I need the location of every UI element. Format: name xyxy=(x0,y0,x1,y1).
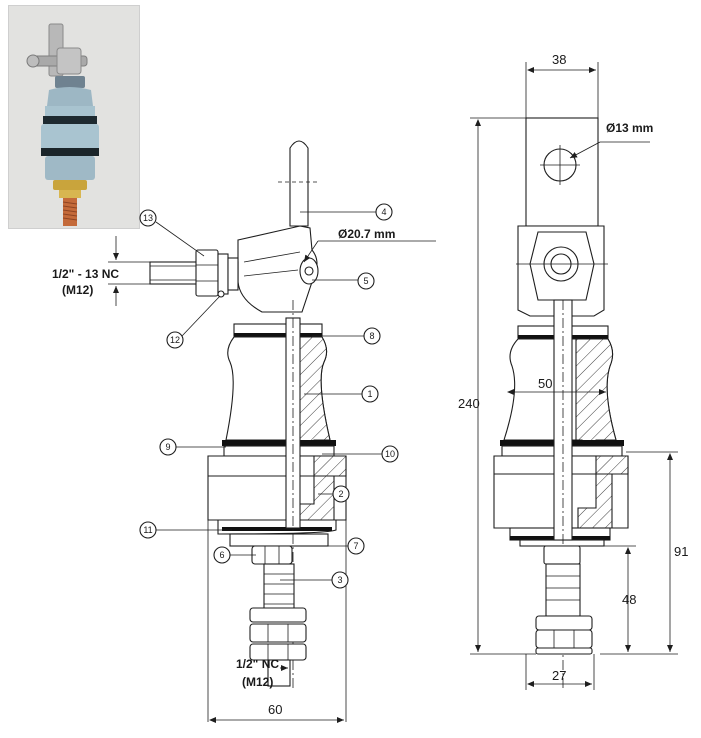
front-top-width: 38 xyxy=(552,52,566,67)
front-view-dimensions xyxy=(470,62,678,690)
callout-4: 4 xyxy=(381,207,386,217)
front-view xyxy=(493,117,629,690)
thread-bottom-line1: 1/2" NC xyxy=(236,657,279,671)
front-bottom-width: 27 xyxy=(552,668,566,683)
callout-3: 3 xyxy=(337,575,342,585)
side-view-labels: 1/2" - 13 NC (M12) 1/2" NC (M12) Ø20.7 m… xyxy=(52,227,395,717)
callout-10: 10 xyxy=(385,449,395,459)
front-hole-diameter: Ø13 mm xyxy=(606,121,653,135)
product-photo xyxy=(8,5,140,229)
thread-top-line1: 1/2" - 13 NC xyxy=(52,267,119,281)
callout-8: 8 xyxy=(369,331,374,341)
side-view-dimensions xyxy=(108,236,436,723)
callout-7: 7 xyxy=(353,541,358,551)
bushing-photo-illustration xyxy=(9,6,139,228)
side-view xyxy=(149,140,347,688)
callout-1: 1 xyxy=(367,389,372,399)
side-view-callouts xyxy=(139,203,399,589)
front-height-91: 91 xyxy=(674,544,688,559)
bolt-nut xyxy=(195,249,219,297)
callout-12: 12 xyxy=(170,335,180,345)
thread-top-line2: (M12) xyxy=(62,283,93,297)
callout-5: 5 xyxy=(363,276,368,286)
callout-2: 2 xyxy=(338,489,343,499)
front-height-48: 48 xyxy=(622,592,636,607)
callout-numbers: 1 2 3 4 5 6 7 8 9 10 11 12 13 xyxy=(143,207,395,585)
callout-11: 11 xyxy=(143,525,152,535)
thread-bottom-line2: (M12) xyxy=(242,675,273,689)
callout-9: 9 xyxy=(165,442,170,452)
front-body-diameter: 50 xyxy=(538,376,552,391)
callout-6: 6 xyxy=(219,550,224,560)
side-blade xyxy=(289,140,309,227)
front-height: 240 xyxy=(458,396,480,411)
side-width-dimension: 60 xyxy=(268,702,282,717)
callout-13: 13 xyxy=(143,213,153,223)
front-view-labels: 38 Ø13 mm 240 50 91 48 27 xyxy=(458,52,688,683)
side-hole-diameter: Ø20.7 mm xyxy=(338,227,395,241)
